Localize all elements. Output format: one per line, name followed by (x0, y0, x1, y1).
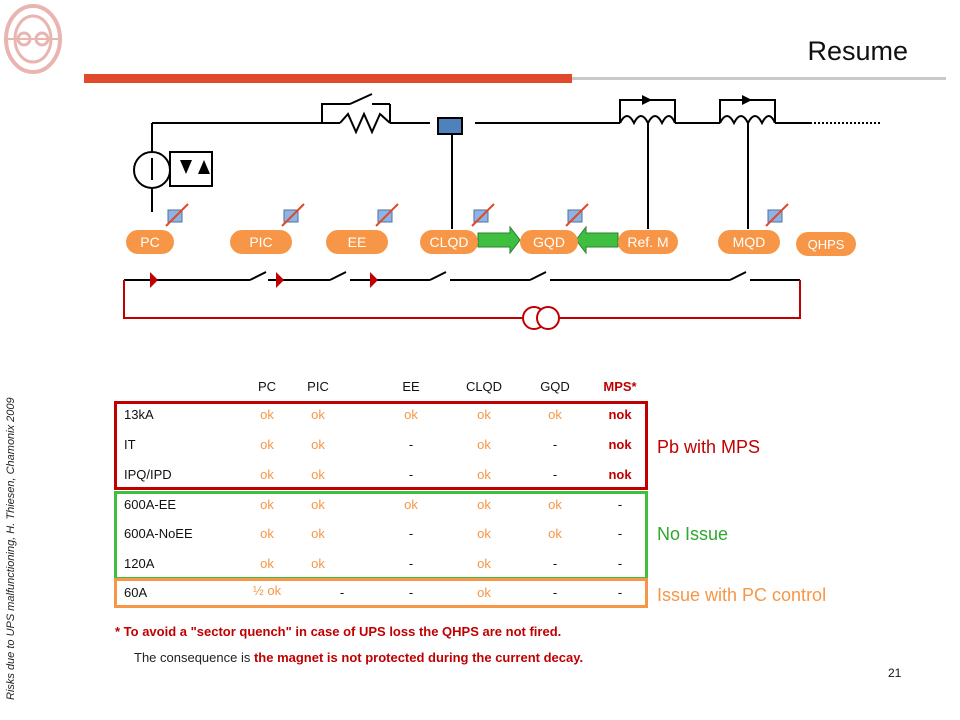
slide-title: Resume (807, 36, 908, 66)
group-label-no-issue: No Issue (657, 524, 729, 544)
table-cell: - (552, 437, 558, 452)
table-cell: - (552, 585, 558, 600)
table-cell: ok (404, 497, 418, 512)
footnote-line-1: * To avoid a "sector quench" in case of … (115, 624, 562, 639)
col-header-pc: PC (257, 379, 277, 394)
row-label: IT (124, 437, 136, 452)
table-cell: - (552, 467, 558, 482)
table-cell: ok (311, 556, 325, 571)
table-cell: - (617, 556, 623, 571)
group-box-mps (114, 401, 648, 490)
title-underline-red (84, 74, 572, 83)
table-cell: - (552, 556, 558, 571)
node-ee: EE (326, 230, 388, 254)
table-cell: - (408, 467, 414, 482)
table-cell: ok (477, 467, 491, 482)
table-cell: nok (608, 437, 632, 452)
col-header-clqd: CLQD (465, 379, 503, 394)
footnote-highlight: the magnet is not protected during the c… (253, 650, 584, 665)
side-caption: Risks due to UPS malfunctioning, H. Thie… (5, 397, 17, 700)
node-mqd: MQD (718, 230, 780, 254)
table-cell: ok (260, 497, 274, 512)
row-label: 120A (124, 556, 155, 571)
table-cell: ok (311, 467, 325, 482)
table-cell: ok (260, 467, 274, 482)
col-header-mps: MPS* (603, 379, 637, 394)
table-cell: ok (311, 497, 325, 512)
circuit-diagram (123, 93, 882, 330)
institution-logo (4, 4, 62, 74)
table-cell: - (408, 556, 414, 571)
node-pic: PIC (230, 230, 292, 254)
footnote-prefix: The consequence is (134, 650, 254, 665)
row-label: 60A (124, 585, 148, 600)
row-label: 13kA (124, 407, 154, 422)
table-cell: nok (608, 407, 632, 422)
table-cell: ok (311, 526, 325, 541)
table-cell: ok (477, 407, 491, 422)
table-cell: ok (260, 407, 274, 422)
table-cell: ok (311, 407, 325, 422)
table-cell: nok (608, 467, 632, 482)
table-cell: ok (477, 585, 491, 600)
node-ref-m: Ref. M (618, 230, 678, 254)
row-label: 600A-EE (124, 497, 177, 512)
table-cell: ok (548, 526, 562, 541)
col-header-pic: PIC (307, 379, 329, 394)
table-cell: ok (260, 437, 274, 452)
footnote-line-2: The consequence is the magnet is not pro… (134, 650, 583, 665)
table-cell: - (617, 526, 623, 541)
table-cell: ok (477, 556, 491, 571)
row-label: 600A-NoEE (124, 526, 193, 541)
col-header-gqd: GQD (540, 379, 570, 394)
group-label-mps: Pb with MPS (657, 437, 761, 457)
table-cell: ok (311, 437, 325, 452)
table-cell: ok (548, 407, 562, 422)
table-cell: - (339, 585, 345, 600)
node-pc: PC (126, 230, 174, 254)
table-cell: ok (477, 497, 491, 512)
table-cell: ok (404, 407, 418, 422)
table-cell: - (408, 437, 414, 452)
table-cell: - (408, 585, 414, 600)
table-cell: ok (260, 556, 274, 571)
title-underline-gray (572, 77, 946, 80)
table-cell: ok (548, 497, 562, 512)
table-cell: ok (260, 526, 274, 541)
page-number: 21 (888, 666, 902, 680)
node-clqd: CLQD (420, 230, 478, 254)
row-label: IPQ/IPD (124, 467, 172, 482)
table-cell: ok (477, 526, 491, 541)
table-cell: ½ ok (252, 583, 282, 598)
group-box-pc-control (114, 578, 648, 608)
group-label-pc-control: Issue with PC control (657, 585, 827, 605)
table-cell: - (408, 526, 414, 541)
table-cell: - (617, 585, 623, 600)
node-gqd: GQD (520, 230, 578, 254)
node-qhps: QHPS (796, 232, 856, 256)
table-cell: - (617, 497, 623, 512)
table-cell: ok (477, 437, 491, 452)
col-header-ee: EE (402, 379, 420, 394)
